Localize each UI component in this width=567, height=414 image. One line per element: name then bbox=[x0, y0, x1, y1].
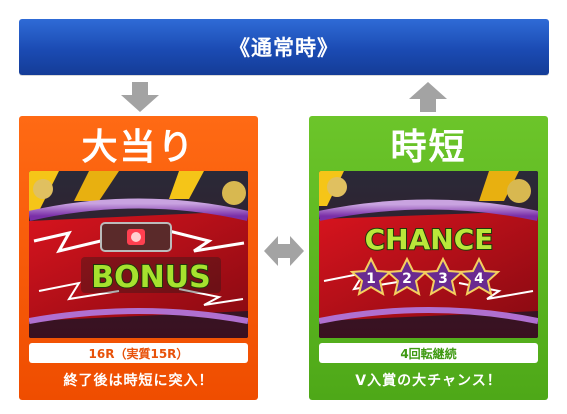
chance-digit-star-4: 4 bbox=[457, 256, 501, 297]
chance-digit: 2 bbox=[402, 271, 412, 287]
chance-sign-text: CHANCE bbox=[365, 223, 494, 256]
top-banner-normal-state: 《通常時》 bbox=[19, 19, 549, 75]
jackpot-title: 大当り bbox=[81, 127, 196, 168]
jackpot-info-bar: 16R（実質15R） bbox=[29, 343, 248, 363]
chance-digit: 4 bbox=[474, 271, 484, 287]
time-saving-spins: 4回転継続 bbox=[400, 346, 457, 361]
time-saving-info-bar: 4回転継続 bbox=[319, 343, 538, 363]
arrow-down-icon bbox=[121, 82, 159, 112]
chance-digit: 1 bbox=[366, 271, 376, 287]
bonus-screen-image: BONUS bbox=[29, 171, 248, 338]
chance-digit-star-2: 2 bbox=[385, 256, 429, 297]
chance-digit-star-1: 1 bbox=[349, 256, 393, 297]
chance-digit: 3 bbox=[438, 271, 448, 287]
bonus-sign-text: BONUS bbox=[91, 260, 210, 295]
jackpot-panel: 大当り bbox=[19, 116, 258, 400]
top-banner-title: 《通常時》 bbox=[229, 36, 339, 60]
chance-digit-star-3: 3 bbox=[421, 256, 465, 297]
double-arrow-icon bbox=[264, 236, 304, 266]
arrow-up-icon bbox=[409, 82, 447, 112]
jackpot-caption: 終了後は時短に突入！ bbox=[63, 373, 214, 389]
time-saving-panel: 時短 bbox=[309, 116, 548, 400]
time-saving-title: 時短 bbox=[390, 127, 467, 168]
time-saving-caption: V入賞の大チャンス！ bbox=[355, 373, 502, 389]
chance-screen-image: CHANCE 1 2 3 4 bbox=[319, 171, 538, 338]
jackpot-rounds: 16R（実質15R） bbox=[88, 346, 189, 361]
